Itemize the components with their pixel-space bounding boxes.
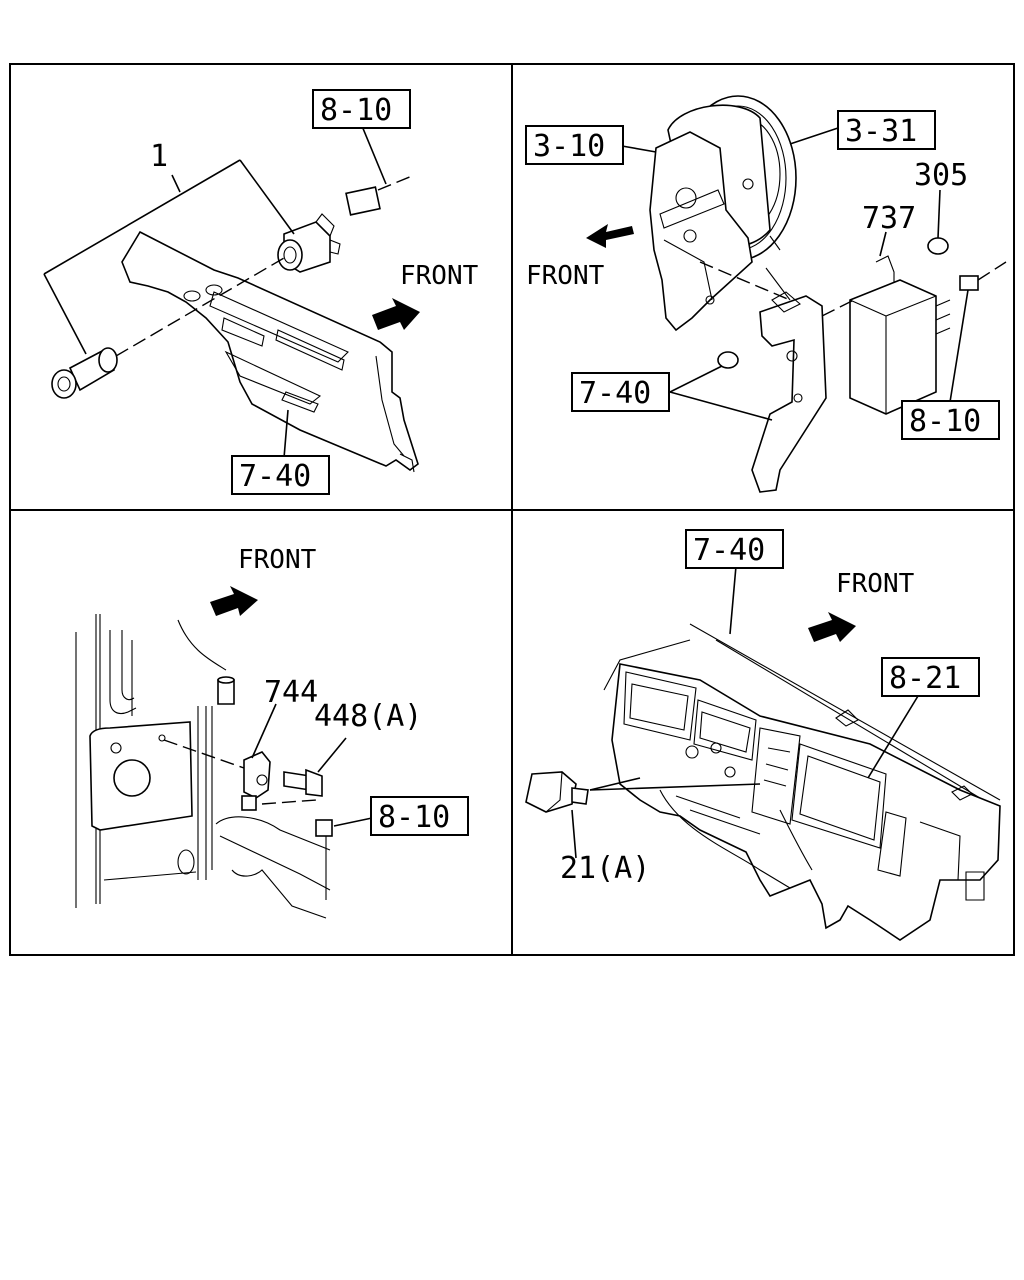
dashboard: [603, 623, 1001, 941]
callout-ref-8-21: 8-21: [889, 661, 961, 696]
callout-box-8-21: [881, 657, 980, 697]
panel-bottom-left: FRONT 744 448(A) 8-10: [75, 545, 469, 919]
callout-box-7-40: [685, 529, 784, 569]
panel-top-left: FRONT 1 8-10 7-40: [43, 89, 479, 495]
bolt-448a: [283, 768, 323, 797]
cab-frame: [75, 614, 331, 919]
nut-305: [927, 237, 949, 255]
callout-part-21a: 21(A): [560, 851, 650, 886]
lighter-knob: [51, 347, 118, 399]
callout-ref-8-10: 8-10: [320, 93, 392, 128]
sensor-744: [241, 751, 271, 811]
callout-box-3-10: [525, 125, 624, 165]
leader-lines: [571, 565, 919, 859]
panel-top-right: FRONT 3-10 3-31 305 737 7-40 8-10: [525, 95, 1007, 493]
callout-ref-7-40: 7-40: [579, 376, 651, 411]
mounting-bracket: [751, 267, 827, 493]
connector-block: [959, 275, 979, 291]
callout-part-305: 305: [914, 158, 968, 193]
connector-block: [315, 819, 333, 837]
callout-box-8-10: [901, 400, 1000, 440]
nut: [717, 351, 739, 369]
front-label: FRONT: [836, 569, 915, 599]
front-arrow: [586, 224, 634, 248]
panel-bottom-right: FRONT 7-40 8-21 21(A): [525, 529, 1001, 941]
callout-box-8-10: [312, 89, 411, 129]
side-trim-panel: [121, 230, 419, 473]
callout-part-1: 1: [150, 139, 168, 174]
callout-box-3-31: [837, 110, 936, 150]
front-arrow: [210, 586, 258, 616]
front-label: FRONT: [238, 545, 317, 575]
diagram-frame: [9, 63, 1015, 956]
callout-ref-3-31: 3-31: [845, 114, 917, 149]
callout-ref-3-10: 3-10: [533, 129, 605, 164]
callout-box-7-40: [231, 455, 330, 495]
callout-part-744: 744: [264, 675, 318, 710]
callout-ref-7-40: 7-40: [693, 533, 765, 568]
callout-ref-7-40: 7-40: [239, 459, 311, 494]
front-arrow: [372, 298, 420, 330]
leader-lines: [43, 125, 387, 459]
callout-ref-8-10: 8-10: [378, 800, 450, 835]
connector-block: [345, 186, 381, 216]
leader-lines: [251, 703, 373, 827]
switch-21a: [525, 771, 589, 813]
pedal-bracket: [649, 131, 781, 332]
callout-ref-8-10: 8-10: [909, 404, 981, 439]
front-arrow: [808, 612, 856, 642]
front-label: FRONT: [400, 261, 479, 291]
control-unit: [849, 255, 951, 415]
callout-part-448a: 448(A): [314, 699, 422, 734]
leader-lines: [621, 127, 969, 421]
callout-box-7-40: [571, 372, 670, 412]
switch-assembly: [277, 213, 341, 273]
front-label: FRONT: [526, 261, 605, 291]
callout-part-737: 737: [862, 201, 916, 236]
callout-box-8-10: [370, 796, 469, 836]
